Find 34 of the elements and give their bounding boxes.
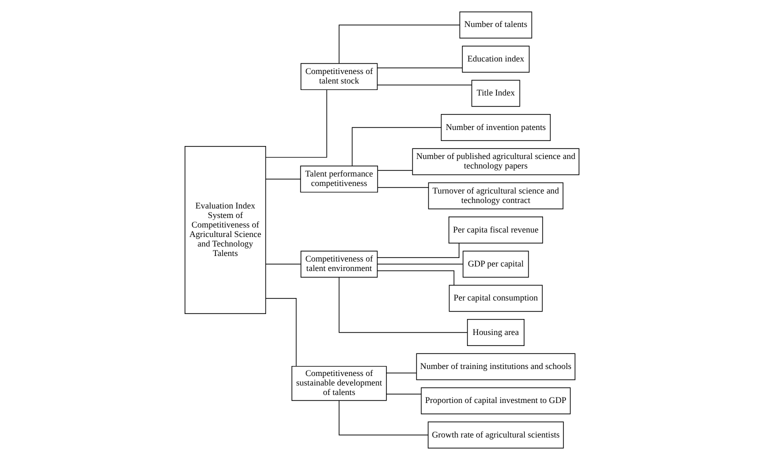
connector: [377, 242, 460, 258]
node-box: Turnover of agricultural science and technology contract: [428, 182, 564, 209]
connector: [377, 263, 464, 264]
node-box: Number of training institutions and schools: [416, 352, 576, 380]
node-box: Competitiveness of talent stock: [300, 62, 378, 90]
node-box: Education index: [462, 45, 530, 72]
node-box: Housing area: [467, 318, 524, 346]
node-box: Growth rate of agricultural scientists: [428, 421, 564, 448]
connector: [265, 263, 302, 264]
connector: [338, 400, 428, 435]
node-box: Competitiveness of sustainable development of talents: [292, 365, 387, 400]
node-box: Number of published agricultural science and technology papers: [412, 148, 580, 175]
connector: [265, 89, 328, 158]
node-box: Talent performance competitiveness: [300, 165, 378, 192]
node-box: Number of talents: [459, 11, 532, 38]
connector: [377, 186, 429, 188]
connector: [338, 276, 468, 332]
node-box: Number of invention patents: [440, 114, 551, 140]
connector: [377, 84, 472, 85]
connector: [377, 270, 454, 286]
connector: [338, 24, 460, 64]
connector: [265, 297, 297, 366]
node-box: Title Index: [471, 79, 520, 106]
node-box: Per capital consumption: [448, 284, 543, 312]
connector: [352, 126, 442, 166]
connector: [386, 393, 422, 394]
connector: [265, 178, 301, 179]
node-box: Proportion of capital investment to GDP: [420, 386, 571, 414]
node-box: GDP per capital: [462, 250, 529, 278]
connector: [377, 67, 462, 68]
node-box: Evaluation Index System of Competitiveness of Agricultural Science and Technology Talents: [184, 146, 266, 314]
connector: [386, 372, 417, 373]
node-box: Competitiveness of talent environment: [300, 250, 378, 278]
node-box: Per capita fiscal revenue: [448, 216, 544, 243]
